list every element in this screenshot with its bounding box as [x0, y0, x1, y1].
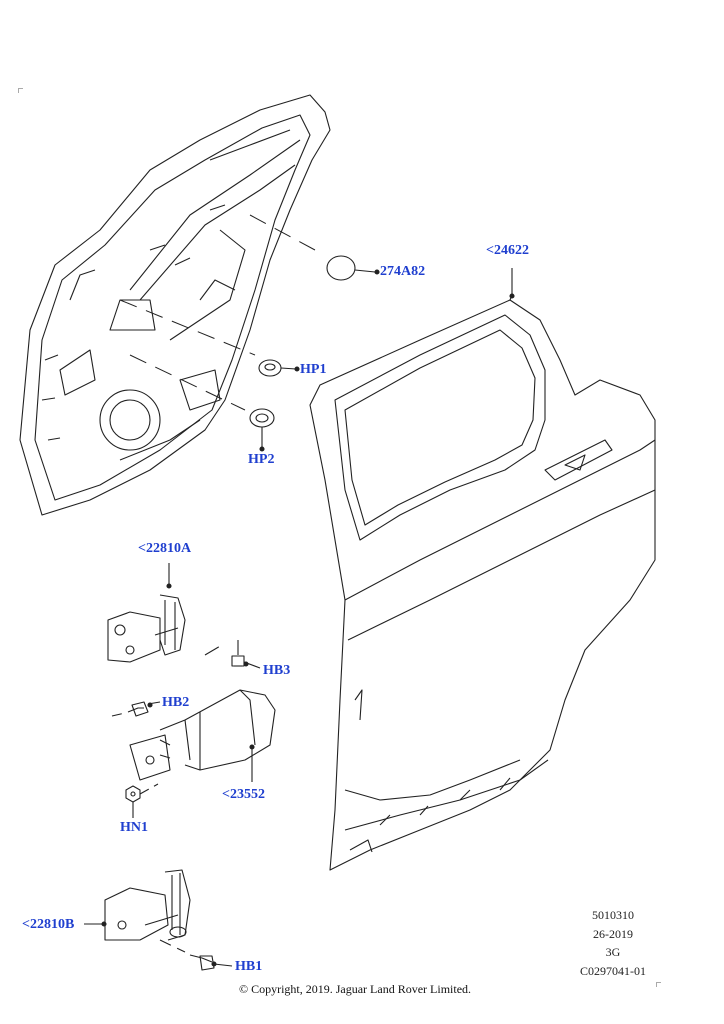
nut-hn1 — [125, 783, 159, 818]
meta-line-1: 5010310 — [592, 908, 634, 922]
bolt-hb3 — [204, 640, 261, 669]
bolt-hb1 — [159, 939, 233, 971]
corner-mark — [656, 982, 661, 987]
meta-line-3: 3G — [605, 945, 621, 959]
callout-hb2[interactable]: HB2 — [162, 695, 190, 710]
callout-hb1[interactable]: HB1 — [235, 959, 263, 974]
callout-23552[interactable]: <23552 — [222, 787, 265, 802]
callout-22810a[interactable]: <22810A — [138, 541, 192, 556]
meta-line-2: 26-2019 — [593, 927, 633, 941]
callout-hp2[interactable]: HP2 — [248, 452, 275, 467]
callout-hp1[interactable]: HP1 — [300, 362, 327, 377]
meta-line-4: C0297041-01 — [580, 964, 646, 978]
door-inner-frame — [19, 94, 331, 516]
callout-274a82[interactable]: 274A82 — [380, 264, 426, 279]
plug-hp1 — [258, 359, 300, 377]
corner-mark — [18, 88, 23, 93]
callout-hb3[interactable]: HB3 — [263, 663, 291, 678]
check-strap-23552 — [129, 689, 276, 781]
copyright-notice: © Copyright, 2019. Jaguar Land Rover Lim… — [238, 982, 472, 996]
callout-24622[interactable]: <24622 — [486, 243, 529, 258]
plug-hp2 — [249, 408, 275, 452]
bolt-hb2 — [111, 701, 161, 717]
lower-hinge-22810b — [104, 869, 191, 941]
grommet-274a82 — [326, 255, 356, 281]
upper-hinge-22810a — [107, 594, 186, 663]
callout-hn1[interactable]: HN1 — [120, 820, 148, 835]
rear-door-assembly — [309, 294, 656, 871]
callout-22810b[interactable]: <22810B — [22, 917, 75, 932]
projection-lines — [119, 214, 316, 411]
